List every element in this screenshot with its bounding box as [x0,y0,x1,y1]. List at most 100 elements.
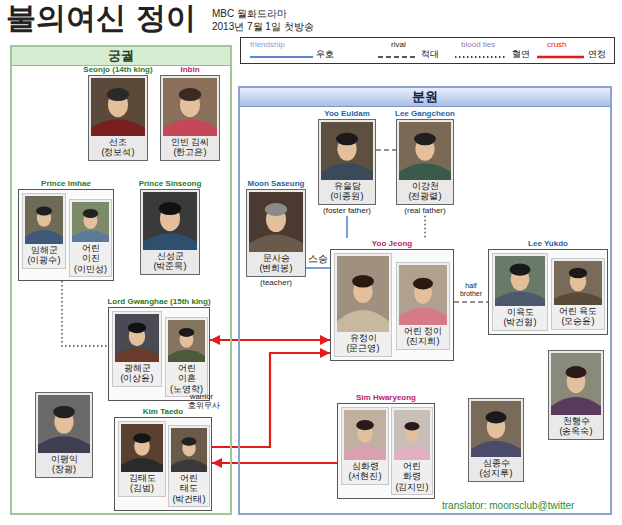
character-card: 어린 태도 (박건태) [168,425,210,507]
region-panel: 분원Yoo Euldam유을담 (이종원)(foster father)Lee … [238,86,612,515]
relation-line [212,353,330,447]
legend-text: friendship [250,40,285,50]
relation-line [454,301,488,302]
edge-label: 스승 [307,253,329,265]
card-frame: 선조 (정보석) [88,75,148,161]
card-frame: 심종수 (성지루) [468,398,524,482]
portrait-photo [554,261,602,305]
card-frame: 신성군 (박준목) [140,189,200,275]
character-name: 김태도 (김범) [122,473,162,494]
character-name: 심종수 (성지루) [473,458,519,479]
character-card: 어린 이진 (이민성) [69,199,112,277]
portrait-photo [321,122,373,180]
portrait-photo [143,192,197,250]
character-group: Lee Yukdo 이육도 (박건형) 어린 육도 (오승윤) [488,238,608,335]
character-card: 유정이 (문근영) [334,253,392,357]
note-label: warrior [190,393,213,401]
character-name: 임해군 (이광수) [26,245,62,266]
card-frame: 유정이 (문근영) [334,253,392,357]
character-name: 어린 화령 (김지민) [395,461,429,492]
note-label: translator: moonsclub@twitter [442,500,574,511]
card-frame: 김태도 (김범) [118,421,166,497]
card-frame: 인빈 김씨 (한고은) [160,75,220,161]
card-frame: 어린 육도 (오승윤) [551,258,605,330]
portrait-photo [115,314,159,362]
card-frame: 어린 정이 (진지희) [396,262,450,350]
character-card: 임해군 (이광수) [22,193,66,269]
character-heading: Lord Gwanghae (15th king) [107,296,210,307]
relation-line [306,267,330,269]
character-name: 어린 정이 (진지희) [400,326,446,347]
character-name: 광해군 (이상윤) [116,363,158,384]
portrait-photo [171,428,207,472]
role-caption: (real father) [404,205,445,216]
note-label: 적대 [421,50,439,60]
legend-line [455,56,507,58]
card-frame: 어린 화령 (김지민) [391,407,433,495]
character-card: 어린 이혼 (노영학) [165,317,208,397]
character-name: 이강천 (전광렬) [402,181,448,202]
character-group: Lord Gwanghae (15th king) 광해군 (이상윤) 어린 이혼 … [108,296,210,401]
legend-text: rival [391,40,406,50]
character-heading: Seonjo (14th king) [83,64,152,75]
character-name: 유을담 (이종원) [324,181,370,202]
region-panel: 궁궐Seonjo (14th king)선조 (정보석)Inbin인빈 김씨 (… [10,45,232,515]
card-frame: 심화령 (서현진) [341,407,389,485]
character-card: 이육도 (박건형) [492,253,548,331]
card-frame: 임해군 (이광수) 어린 이진 (이민성) [18,189,114,281]
card-frame: 이강천 (전광렬) [396,119,454,205]
character-name: 어린 이진 (이민성) [73,243,108,274]
relation-line [376,149,396,150]
relation-line [346,216,348,238]
region-heading: 궁궐 [12,47,230,66]
character-card: 심종수 (성지루) [468,398,524,482]
portrait-photo [121,424,163,472]
note-label: MBC 월화드라마 [212,8,287,19]
portrait-photo [337,256,389,332]
character-name: 유정이 (문근영) [340,333,386,354]
character-heading: Lee Gangcheon [395,108,455,119]
note-label: 호위무사 [188,402,220,411]
note-label: 연정 [588,50,606,60]
character-name: 이육도 (박건형) [497,307,543,328]
chart-title: 불의여신 정이 [6,0,196,36]
relation-line [62,281,108,346]
card-frame: 어린 태도 (박건태) [168,425,210,507]
character-group: Sim Hwaryeong 심화령 (서현진) 어린 화령 (김지민) [337,392,435,499]
character-card: Seonjo (14th king)선조 (정보석) [88,64,148,161]
portrait-photo [551,353,601,415]
character-card: 광해군 (이상윤) [112,311,162,387]
legend-text: crush [547,40,567,50]
portrait-photo [163,78,217,136]
character-heading: Sim Hwaryeong [356,392,416,403]
card-frame: 천행수 (송옥숙) [548,350,604,440]
portrait-photo [72,202,109,242]
card-frame: 이육도 (박건형) 어린 육도 (오승윤) [488,249,608,335]
portrait-photo [91,78,145,136]
portrait-photo [168,320,205,362]
region-heading: 분원 [240,88,610,107]
portrait-photo [399,122,451,180]
character-card: Lee Gangcheon 이강천 (전광렬) (real father) [396,108,454,216]
portrait-photo [471,401,521,457]
character-name: 이평익 (장광) [41,454,87,475]
character-card: Moon Saseung문사승 (변희봉)(teacher) [246,178,306,288]
character-heading: Kim Taedo [143,406,183,417]
portrait-photo [38,395,90,453]
character-name: 신성군 (박준목) [147,251,193,272]
card-frame: 김태도 (김범) 어린 태도 (박건태) [114,417,212,511]
legend-line [537,56,584,59]
character-heading: Yoo Jeong [372,238,412,249]
portrait-photo [25,196,63,244]
character-name: 심화령 (서현진) [345,461,385,482]
character-heading: Inbin [180,64,199,75]
card-frame: 유을담 (이종원) [318,119,376,205]
character-name: 선조 (정보석) [95,137,141,158]
character-card: 천행수 (송옥숙) [548,350,604,440]
legend-line [378,56,417,58]
character-heading: Lee Yukdo [528,238,568,249]
portrait-photo [394,410,430,460]
card-frame: 문사승 (변희봉) [246,189,306,277]
character-card: 김태도 (김범) [118,421,166,497]
